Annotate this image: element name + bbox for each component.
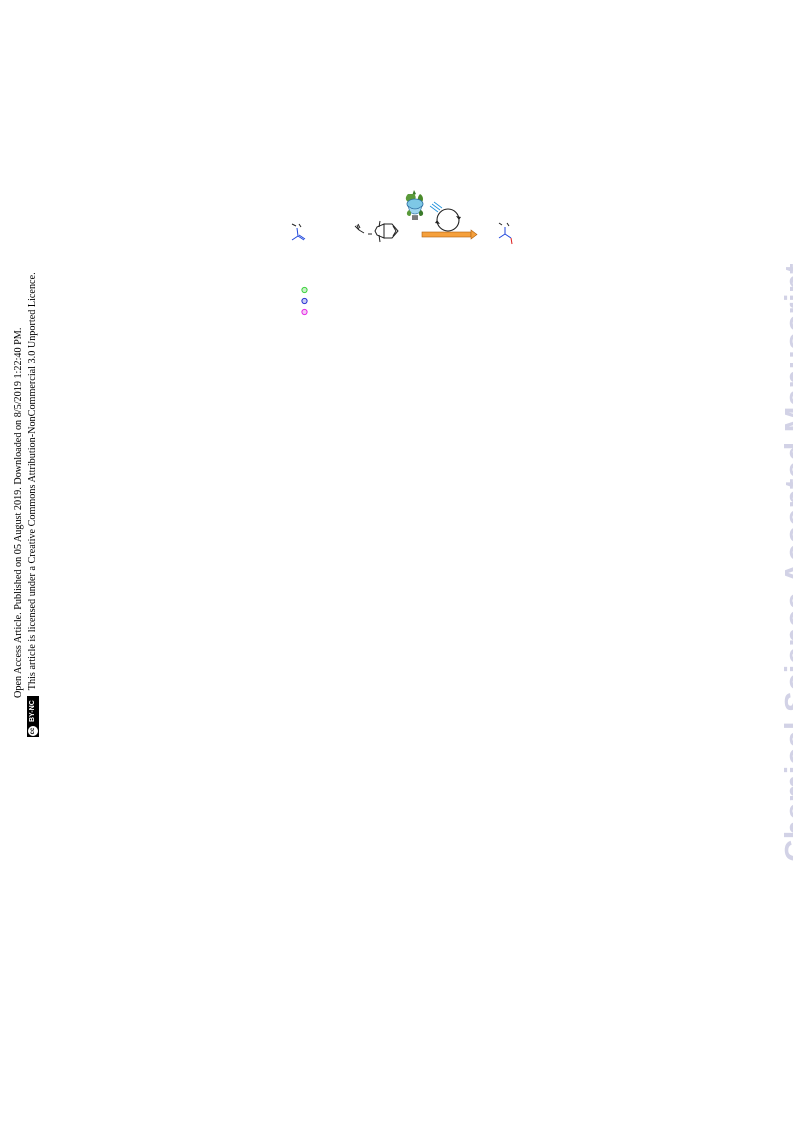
license-sidebar: Open Access Article. Published on 05 Aug… [0,0,40,1121]
creative-commons-icon: cc [27,725,39,737]
license-line: cc BY-NC This article is licensed under … [26,272,40,737]
journal-watermark: Chemical Science Accepted Manuscript [778,262,793,862]
cc-license-badge[interactable]: cc BY-NC [27,696,39,737]
license-type: BY-NC [29,700,36,722]
legend-marker-green [301,286,308,294]
access-line: Open Access Article. Published on 05 Aug… [12,272,26,737]
light-source-icon [405,190,424,220]
product-structure [498,222,513,245]
license-text[interactable]: This article is licensed under a Creativ… [27,272,38,691]
legend-marker-blue [301,297,308,305]
reaction-arrow [421,229,478,240]
phthalimide-reagent [354,220,399,243]
reactant-structure [291,223,306,241]
catalytic-cycle [435,208,461,232]
legend-marker-magenta [301,308,308,316]
reaction-scheme [291,190,513,316]
license-notice: Open Access Article. Published on 05 Aug… [12,272,40,737]
light-rays [429,201,443,213]
publication-info: Open Access Article. Published on 05 Aug… [13,327,24,698]
